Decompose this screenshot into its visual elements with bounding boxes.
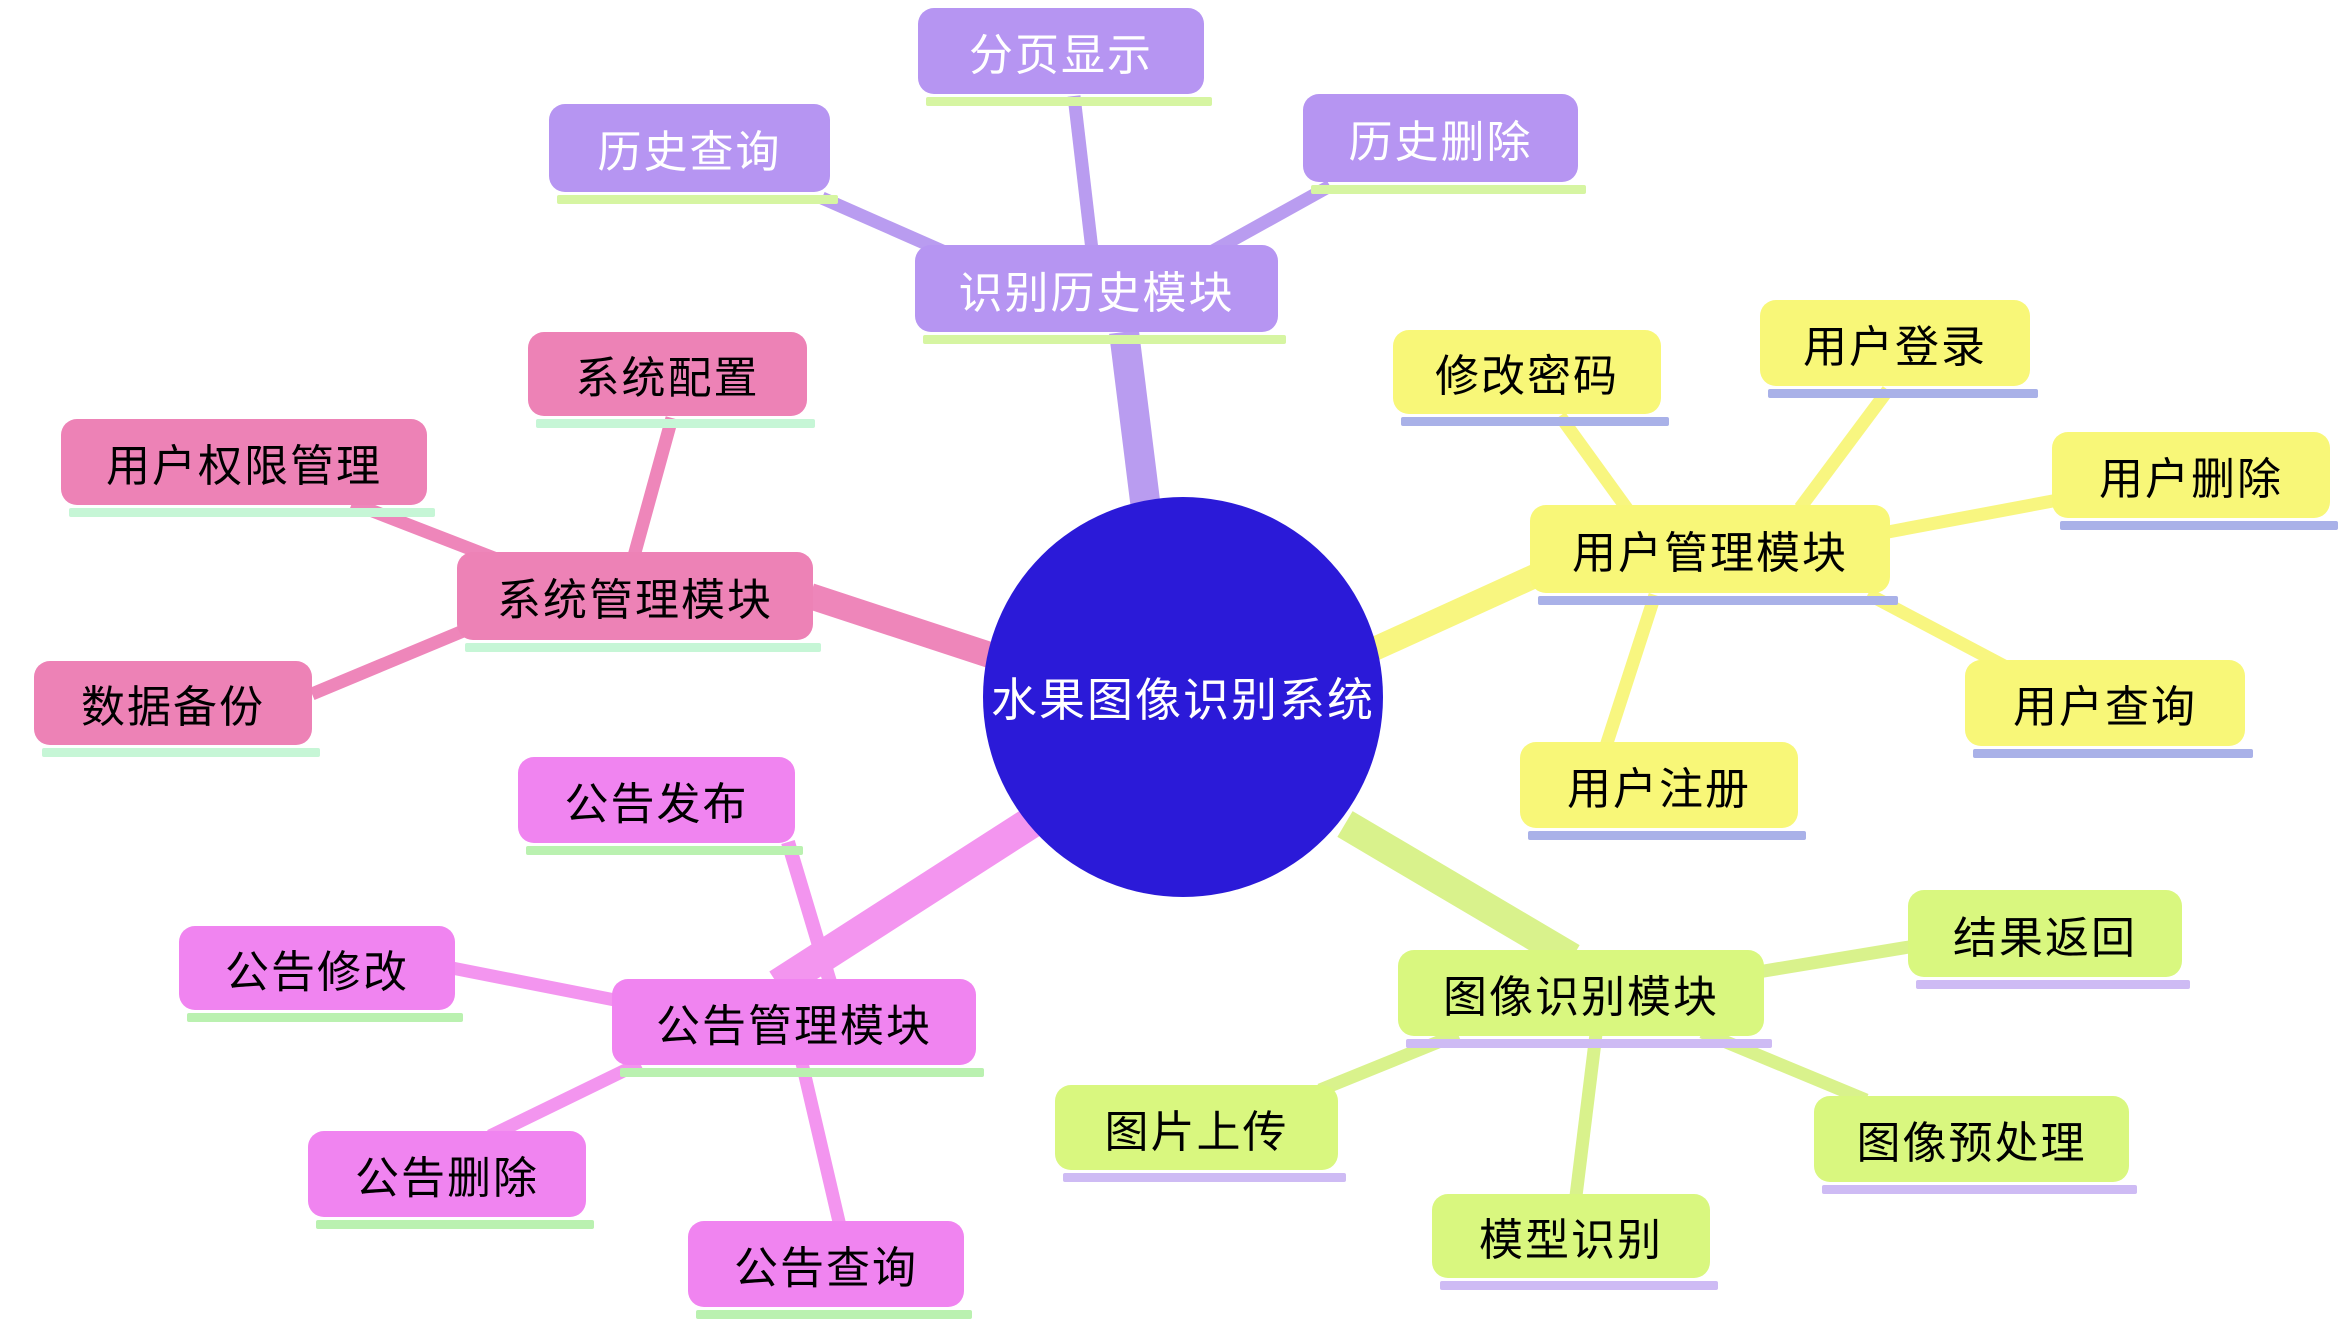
node-change-password[interactable]: 修改密码	[1393, 330, 1661, 414]
connector-line	[805, 583, 1010, 673]
node-user-register-underline	[1528, 831, 1806, 840]
connector-line	[1337, 811, 1580, 971]
node-announcement-modify-underline	[187, 1013, 463, 1022]
node-model-recognition[interactable]: 模型识别	[1432, 1194, 1710, 1278]
node-announcement-delete[interactable]: 公告删除	[308, 1131, 586, 1217]
connector-line	[1756, 939, 1917, 979]
module-image-recognition[interactable]: 图像识别模块	[1398, 950, 1764, 1036]
node-user-query[interactable]: 用户查询	[1965, 660, 2245, 746]
node-history-query[interactable]: 历史查询	[549, 104, 830, 192]
node-announcement-publish-underline	[526, 846, 803, 855]
node-data-backup-underline	[42, 748, 320, 757]
node-user-delete-underline	[2060, 521, 2338, 530]
node-history-delete-underline	[1311, 185, 1586, 194]
module-system-management-underline	[465, 643, 821, 652]
connector-line	[1599, 592, 1662, 749]
connector-line	[627, 416, 679, 558]
connector-line	[487, 1057, 643, 1142]
node-user-permission-management-underline	[69, 508, 435, 517]
connector-line	[1367, 559, 1553, 661]
node-announcement-query-underline	[696, 1310, 972, 1319]
node-user-permission-management[interactable]: 用户权限管理	[61, 419, 427, 505]
connector-line	[1569, 1033, 1603, 1197]
connector-line	[309, 618, 483, 700]
node-image-upload-underline	[1063, 1173, 1346, 1182]
connector-line	[795, 1061, 847, 1228]
node-image-upload[interactable]: 图片上传	[1055, 1085, 1338, 1170]
connector-line	[781, 839, 837, 985]
node-announcement-modify[interactable]: 公告修改	[179, 926, 455, 1010]
node-image-preprocessing[interactable]: 图像预处理	[1814, 1096, 2129, 1182]
connector-line	[1067, 95, 1099, 251]
node-user-login-underline	[1768, 389, 2038, 398]
connector-line	[1864, 588, 2012, 674]
module-image-recognition-underline	[1406, 1039, 1772, 1048]
node-change-password-underline	[1401, 417, 1669, 426]
connector-line	[1794, 386, 1894, 512]
connector-line	[450, 961, 627, 1009]
node-history-query-underline	[557, 195, 838, 204]
node-result-return[interactable]: 结果返回	[1908, 890, 2182, 977]
node-history-delete[interactable]: 历史删除	[1303, 94, 1578, 182]
node-system-config-underline	[536, 419, 815, 428]
connector-line	[1554, 412, 1634, 514]
node-system-config[interactable]: 系统配置	[528, 332, 807, 416]
connector-line	[1109, 330, 1163, 527]
module-system-management[interactable]: 系统管理模块	[457, 552, 813, 640]
module-announcement-management[interactable]: 公告管理模块	[612, 979, 976, 1065]
node-model-recognition-underline	[1440, 1281, 1718, 1290]
module-recognition-history-underline	[923, 335, 1286, 344]
node-image-preprocessing-underline	[1822, 1185, 2137, 1194]
node-user-delete[interactable]: 用户删除	[2052, 432, 2330, 518]
node-announcement-delete-underline	[316, 1220, 594, 1229]
node-user-register[interactable]: 用户注册	[1520, 742, 1798, 828]
module-user-management-underline	[1538, 596, 1898, 605]
center-node[interactable]: 水果图像识别系统	[983, 497, 1383, 897]
module-recognition-history[interactable]: 识别历史模块	[915, 245, 1278, 332]
node-result-return-underline	[1916, 980, 2190, 989]
module-user-management[interactable]: 用户管理模块	[1530, 505, 1890, 593]
node-user-query-underline	[1973, 749, 2253, 758]
node-data-backup[interactable]: 数据备份	[34, 661, 312, 745]
node-announcement-query[interactable]: 公告查询	[688, 1221, 964, 1307]
connector-line	[1886, 493, 2060, 539]
node-paging-display-underline	[926, 97, 1212, 106]
node-paging-display[interactable]: 分页显示	[918, 8, 1204, 94]
module-announcement-management-underline	[620, 1068, 984, 1077]
node-user-login[interactable]: 用户登录	[1760, 300, 2030, 386]
node-announcement-publish[interactable]: 公告发布	[518, 757, 795, 843]
